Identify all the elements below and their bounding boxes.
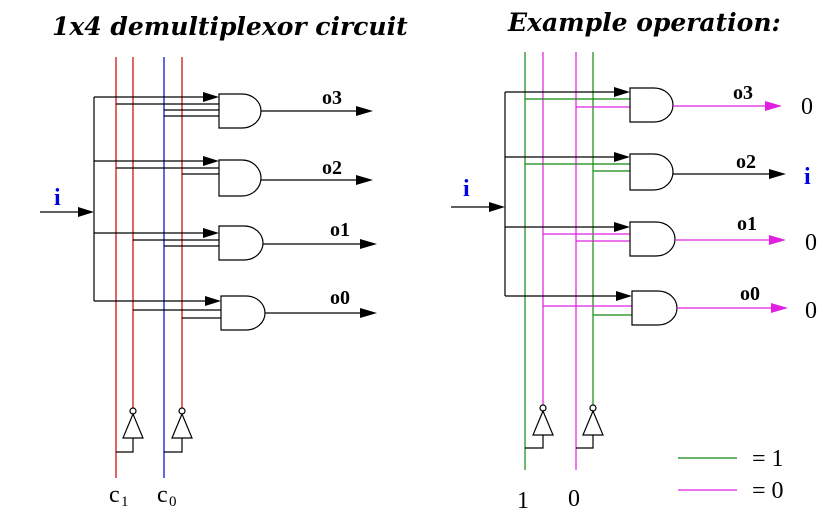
right-select-c0-value: 0 bbox=[568, 486, 580, 512]
right-output-o2: o2 bbox=[736, 151, 756, 173]
right-and-gate-o0 bbox=[631, 290, 678, 326]
left-circuit: 1x4 demultiplexor circuit i o3 o2 bbox=[40, 12, 408, 510]
right-value-o1: 0 bbox=[805, 230, 817, 256]
right-input-label: i bbox=[463, 176, 470, 202]
right-value-o0: 0 bbox=[805, 298, 817, 324]
left-output-o1: o1 bbox=[330, 219, 350, 241]
right-select-c1-value: 1 bbox=[517, 488, 529, 514]
left-and-gate-o1 bbox=[218, 225, 264, 261]
left-select-c1-sub: 1 bbox=[121, 494, 129, 510]
right-circuit: Example operation: i o3 0 o2 i bbox=[451, 8, 817, 514]
right-input-arrow bbox=[489, 202, 505, 212]
left-and-gate-o2 bbox=[218, 159, 262, 197]
legend: = 1 = 0 bbox=[678, 446, 784, 504]
left-and-gate-o3 bbox=[218, 93, 262, 129]
right-inverter-c1 bbox=[525, 404, 554, 449]
left-select-c1-label: c bbox=[109, 482, 120, 508]
left-output-o2: o2 bbox=[322, 157, 342, 179]
legend-zero-label: = 0 bbox=[752, 478, 784, 504]
left-output-o0: o0 bbox=[330, 287, 350, 309]
left-output-o3: o3 bbox=[322, 87, 342, 109]
left-title: 1x4 demultiplexor circuit bbox=[52, 12, 408, 41]
right-and-gate-o1 bbox=[629, 221, 676, 257]
left-inverter-c0 bbox=[164, 407, 193, 453]
legend-one-label: = 1 bbox=[752, 446, 784, 472]
right-output-o0: o0 bbox=[740, 283, 760, 305]
right-and-gate-o2 bbox=[629, 153, 674, 191]
left-select-c0-sub: 0 bbox=[169, 494, 177, 510]
left-inverter-c1 bbox=[116, 407, 144, 453]
left-and-gate-o0 bbox=[220, 295, 266, 331]
right-value-o3: 0 bbox=[801, 94, 813, 120]
left-input-label: i bbox=[54, 185, 61, 211]
right-inverter-c0 bbox=[576, 404, 604, 449]
right-and-gate-o3 bbox=[629, 87, 674, 123]
right-title: Example operation: bbox=[507, 8, 781, 37]
left-select-c0-label: c bbox=[157, 482, 168, 508]
right-output-o1: o1 bbox=[737, 213, 757, 235]
right-output-o3: o3 bbox=[733, 82, 753, 104]
right-value-o2: i bbox=[804, 164, 811, 190]
left-input-arrow bbox=[78, 207, 94, 217]
